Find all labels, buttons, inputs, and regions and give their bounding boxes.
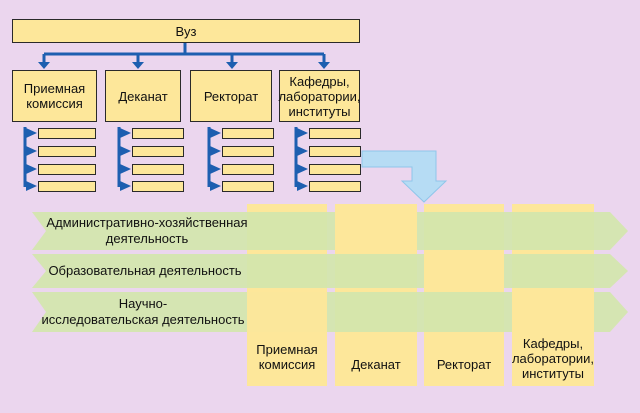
matrix-column-label-rectorate: Ректорат	[436, 357, 492, 372]
unit-label-departments: Кафедры, лаборатории, институты	[278, 73, 361, 119]
subunit-box	[222, 164, 274, 175]
subunit-box	[38, 164, 96, 175]
subunit-box	[132, 181, 184, 192]
subtree-2	[117, 127, 131, 191]
unit-label-rectorate: Ректорат	[203, 88, 259, 104]
subunit-box	[132, 146, 184, 157]
subunit-box	[38, 181, 96, 192]
unit-label-dean: Деканат	[118, 88, 168, 104]
matrix-column-label-admissions: Приемная комиссия	[256, 342, 318, 372]
row-label-research: Научно- исследовательская деятельность	[41, 296, 245, 327]
subunit-box	[38, 128, 96, 139]
subtree-3	[207, 127, 221, 191]
subunit-box	[222, 128, 274, 139]
unit-label-admissions: Приемная комиссия	[23, 81, 86, 111]
cell-admin-dean	[335, 212, 417, 250]
subtree-4	[294, 127, 308, 191]
row-label-education: Образовательная деятельность	[48, 263, 242, 278]
subunit-box	[132, 164, 184, 175]
subunit-box	[309, 146, 361, 157]
root-box: Вуз	[12, 19, 360, 43]
matrix-column-label-dean: Деканат	[351, 357, 401, 372]
row-arrow-research	[32, 292, 628, 332]
subunit-box	[132, 128, 184, 139]
unit-box-admissions: Приемная комиссия	[12, 70, 97, 122]
drop-4-arrowhead	[318, 62, 330, 69]
subtree-1	[23, 127, 37, 191]
unit-box-departments: Кафедры, лаборатории, институты	[278, 70, 361, 122]
cell-education-rectorate	[424, 254, 504, 288]
matrix-column-label-departments: Кафедры, лаборатории, институты	[511, 336, 595, 381]
drop-1-arrowhead	[38, 62, 50, 69]
unit-box-rectorate: Ректорат	[190, 70, 272, 122]
subunit-box	[222, 181, 274, 192]
transition-arrow	[361, 150, 448, 203]
subunit-box	[38, 146, 96, 157]
drop-2-arrowhead	[132, 62, 144, 69]
subunit-box	[309, 128, 361, 139]
subunit-box	[222, 146, 274, 157]
cell-research-departments	[512, 292, 594, 332]
root-label: Вуз	[175, 23, 197, 39]
drop-3-arrowhead	[226, 62, 238, 69]
row-arrow-admin	[32, 212, 628, 250]
unit-box-dean: Деканат	[105, 70, 181, 122]
row-label-admin: Административно-хозяйственная деятельнос…	[46, 215, 248, 246]
cell-research-admissions	[247, 292, 327, 332]
subunit-box	[309, 181, 361, 192]
subunit-box	[309, 164, 361, 175]
